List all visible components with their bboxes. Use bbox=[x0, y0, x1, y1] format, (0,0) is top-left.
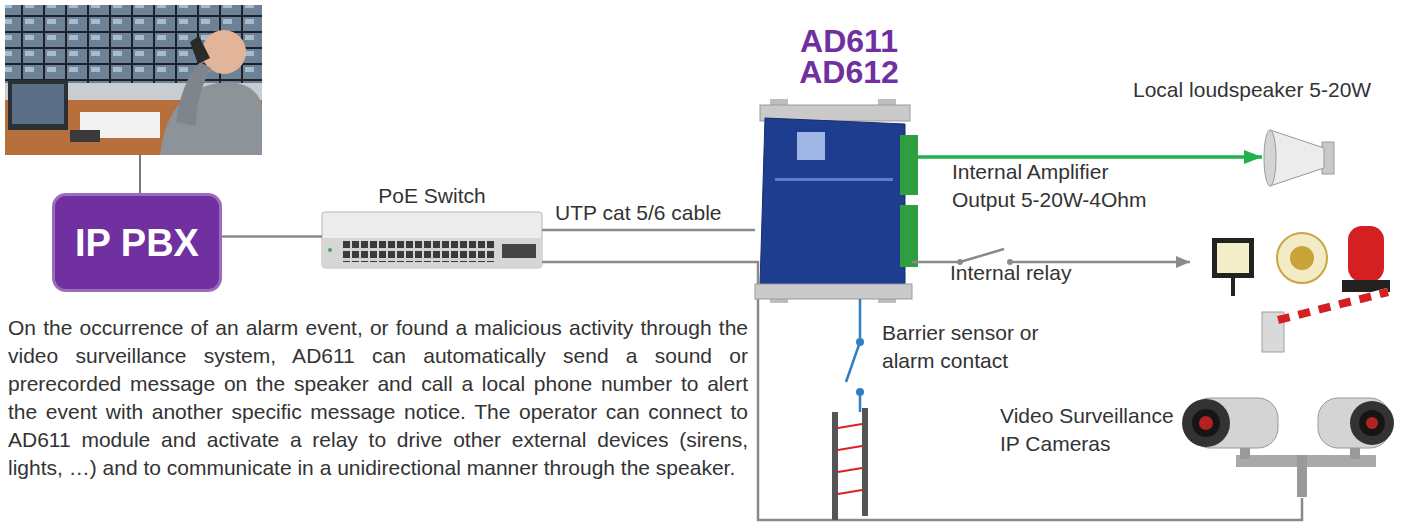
horn-speaker-image bbox=[1264, 130, 1334, 186]
io-module: AD611AD612 bbox=[755, 105, 912, 300]
relay-label: Internal relay bbox=[950, 259, 1150, 287]
infrared-beam bbox=[838, 468, 862, 472]
barrier-arm-stripes bbox=[1278, 292, 1388, 320]
poe-switch-image bbox=[322, 212, 542, 268]
switch-chassis bbox=[322, 212, 542, 268]
loudspeaker: Local loudspeaker 5-20W bbox=[1262, 128, 1334, 190]
photo-background bbox=[5, 5, 262, 155]
switch-front bbox=[322, 238, 542, 268]
module-logo bbox=[797, 132, 825, 160]
operator-body bbox=[160, 82, 262, 155]
photo-link-line bbox=[139, 155, 141, 193]
connector-label: UTP cat 5/6 cable bbox=[555, 199, 755, 227]
camera-ir-led bbox=[1366, 417, 1378, 429]
sfp-ports bbox=[502, 244, 536, 258]
desk-monitor-screen bbox=[12, 84, 64, 124]
desk-phone bbox=[70, 130, 100, 142]
sensor-wire bbox=[859, 396, 862, 412]
camera-lens bbox=[1359, 410, 1385, 436]
camera-ir-led bbox=[1199, 416, 1213, 430]
infrared-beam bbox=[838, 446, 862, 450]
infrared-beam bbox=[838, 490, 862, 494]
relay-contact bbox=[960, 249, 1004, 262]
beam-post bbox=[832, 412, 838, 520]
connector bbox=[912, 155, 1262, 159]
module-panel bbox=[760, 118, 905, 286]
alarm-input bbox=[832, 299, 868, 520]
node-title: IP PBX bbox=[55, 196, 219, 289]
siren-center bbox=[1290, 246, 1314, 270]
external-devices bbox=[1212, 226, 1390, 352]
node-heading: PoE Switch bbox=[312, 182, 552, 210]
video-wall bbox=[5, 5, 262, 83]
node-heading: Local loudspeaker 5-20W bbox=[1133, 76, 1378, 104]
operator-arm bbox=[176, 62, 211, 126]
sensor-label: Barrier sensor or alarm contact bbox=[882, 319, 1057, 375]
beam-post bbox=[862, 408, 868, 516]
sensor-contact bbox=[846, 342, 860, 382]
ip-cameras: Video Surveillance IP Cameras bbox=[1180, 393, 1395, 498]
camera-lens-ring bbox=[1182, 399, 1230, 447]
terminal-block bbox=[900, 135, 918, 195]
infrared-beam bbox=[838, 424, 862, 428]
bracket-pole bbox=[1297, 455, 1307, 497]
model-name: AD612 bbox=[754, 55, 944, 89]
io-module-image bbox=[755, 99, 918, 303]
siren-body bbox=[1277, 233, 1327, 283]
description-text: On the occurrence of an alarm event, or … bbox=[8, 314, 748, 482]
desk-monitor bbox=[8, 80, 68, 130]
floodlight-lens bbox=[1217, 243, 1249, 273]
phone-handset bbox=[190, 36, 210, 64]
beacon-dome bbox=[1348, 226, 1384, 282]
horn-mouth bbox=[1264, 130, 1276, 186]
camera-lens bbox=[1192, 409, 1220, 437]
model-name: AD611 bbox=[754, 24, 944, 58]
poe-switch: PoE Switch bbox=[322, 210, 542, 270]
panel-stripe bbox=[775, 178, 893, 181]
connector bbox=[542, 229, 755, 232]
node-heading: Video Surveillance IP Cameras bbox=[1000, 402, 1185, 458]
status-led bbox=[328, 248, 332, 252]
cameras-image bbox=[1182, 398, 1394, 497]
connector bbox=[222, 235, 322, 238]
floodlight-stand bbox=[1231, 278, 1235, 296]
barrier-arm bbox=[1278, 292, 1388, 320]
floodlight-body bbox=[1212, 238, 1254, 278]
pbx-box: IP PBX bbox=[52, 193, 222, 292]
contact-terminal bbox=[856, 388, 864, 396]
bottom-rail bbox=[755, 284, 912, 299]
connector-label: Internal Amplifier Output 5-20W-4Ohm bbox=[952, 158, 1157, 214]
horn-cone bbox=[1270, 130, 1324, 186]
switch-ports bbox=[342, 241, 495, 262]
sensor-wire bbox=[859, 299, 862, 338]
camera-lens-ring bbox=[1350, 401, 1394, 445]
terminal-block bbox=[900, 205, 918, 267]
operator-photo bbox=[5, 5, 262, 155]
